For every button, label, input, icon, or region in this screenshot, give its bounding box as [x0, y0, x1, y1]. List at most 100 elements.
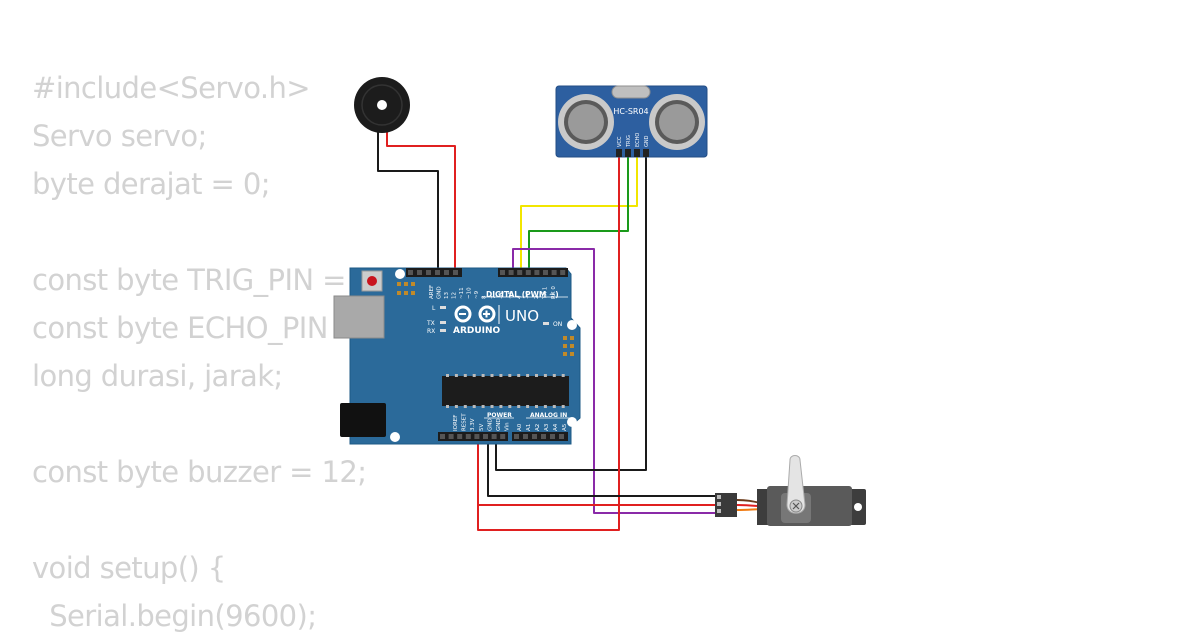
servo-motor[interactable]: [715, 455, 866, 527]
led-l-label: L: [432, 305, 436, 312]
chip-pin: [508, 405, 512, 408]
header-pin[interactable]: [514, 434, 519, 439]
servo-mount-hole: [854, 503, 862, 511]
sensor-transducer-left: [558, 94, 614, 150]
wire-echo[interactable]: [528, 157, 629, 272]
wire-buzzer-gnd[interactable]: [377, 132, 439, 272]
code-line: #include<Servo.h>: [32, 71, 311, 105]
header-pin[interactable]: [435, 270, 440, 275]
header-pin[interactable]: [532, 434, 537, 439]
wire-servo-gnd[interactable]: [487, 436, 716, 497]
code-line: Serial.begin(9600);: [32, 599, 317, 633]
header-pin[interactable]: [474, 434, 480, 439]
header-pin[interactable]: [483, 434, 488, 439]
header-pin[interactable]: [534, 270, 540, 275]
header-pin[interactable]: [457, 434, 463, 439]
top-pin-label: 12: [452, 292, 458, 299]
chip-pin: [481, 405, 485, 408]
power-pin-label: Vin: [505, 422, 511, 431]
sensor-label: HC-SR04: [613, 107, 648, 116]
arduino-model: UNO: [505, 307, 539, 325]
header-pin[interactable]: [440, 434, 445, 439]
header-pin[interactable]: [551, 270, 557, 275]
chip-pin: [481, 374, 485, 377]
top-pin-label: ~3: [525, 290, 531, 299]
header-pin[interactable]: [500, 270, 505, 275]
header-pin[interactable]: [523, 434, 528, 439]
chip-pin: [446, 374, 449, 377]
power-pin-label: RESET: [462, 413, 468, 431]
analog-pin-label: A3: [544, 423, 550, 431]
wire-servo-signal[interactable]: [512, 248, 716, 514]
header-pin[interactable]: [408, 270, 413, 275]
header-pin[interactable]: [448, 434, 454, 439]
analog-pin-label: A0: [517, 423, 523, 431]
header-pin[interactable]: [453, 270, 458, 275]
sensor-pin-echo-label: ECHO: [635, 133, 641, 147]
buzzer[interactable]: [354, 77, 410, 133]
wire-servo-vcc[interactable]: [477, 470, 716, 506]
wire-trig[interactable]: [520, 157, 638, 272]
header-pin[interactable]: [500, 434, 506, 439]
header-top-left: [406, 268, 462, 277]
header-power: [438, 432, 508, 441]
chip-pin: [463, 405, 467, 408]
header-pin[interactable]: [541, 434, 546, 439]
led-tx: [440, 321, 446, 324]
chip-pin: [499, 374, 503, 377]
top-pin-label: ~6: [500, 290, 506, 299]
code-line: Servo servo;: [32, 119, 207, 153]
code-line: const byte buzzer = 12;: [32, 455, 367, 489]
power-pin-label: 5V: [479, 424, 485, 431]
sensor-pin-vcc-label: VCC: [617, 136, 623, 147]
arduino-brand: ARDUINO: [453, 326, 501, 336]
chip-pin: [543, 374, 547, 377]
wire-buzzer-pin12[interactable]: [386, 132, 456, 272]
analog-pin-label: A5: [562, 423, 568, 431]
servo-horn[interactable]: [786, 455, 806, 514]
header-pin[interactable]: [517, 270, 523, 275]
mount-hole-tr: [567, 320, 577, 330]
power-label: POWER: [487, 412, 512, 419]
header-pin[interactable]: [444, 270, 449, 275]
header-pin[interactable]: [543, 270, 548, 275]
top-pin-label: GND: [437, 286, 443, 299]
power-pin-label: GND: [487, 418, 493, 431]
header-pin[interactable]: [550, 434, 555, 439]
top-pin-label: ~9: [474, 290, 480, 299]
header-pin[interactable]: [465, 434, 471, 439]
chip-pin: [526, 374, 530, 377]
code-line: byte derajat = 0;: [32, 167, 271, 201]
analog-label: ANALOG IN: [530, 412, 567, 419]
servo-screw-icon: [792, 502, 800, 510]
top-pin-label: ~5: [508, 290, 514, 299]
power-jack: [340, 403, 386, 437]
chip-pin: [490, 374, 494, 377]
top-pin-label: RX 0: [551, 286, 557, 299]
power-pin-label: 3.3V: [470, 418, 476, 431]
chip-pin: [454, 405, 458, 408]
arduino-logo-icon: [454, 305, 496, 323]
ultrasonic-sensor[interactable]: HC-SR04 VCC TRIG ECHO GND: [555, 85, 708, 158]
header-pin[interactable]: [560, 270, 566, 275]
header-bottom-pins: [440, 434, 564, 439]
header-pin[interactable]: [508, 270, 514, 275]
chip-pin: [517, 374, 521, 377]
header-top-pins: [408, 270, 566, 275]
header-pin[interactable]: [491, 434, 497, 439]
icsp-header-2: [563, 336, 574, 356]
mount-hole-tl: [395, 269, 405, 279]
header-pin[interactable]: [426, 270, 431, 275]
header-pin[interactable]: [559, 434, 564, 439]
wires: [377, 132, 716, 531]
wire-sensor-gnd[interactable]: [495, 157, 647, 471]
top-pin-label: AREF: [429, 285, 435, 299]
chip-pin: [543, 405, 547, 408]
header-pin[interactable]: [417, 270, 422, 275]
header-pin[interactable]: [525, 270, 531, 275]
chip-pin: [454, 374, 458, 377]
